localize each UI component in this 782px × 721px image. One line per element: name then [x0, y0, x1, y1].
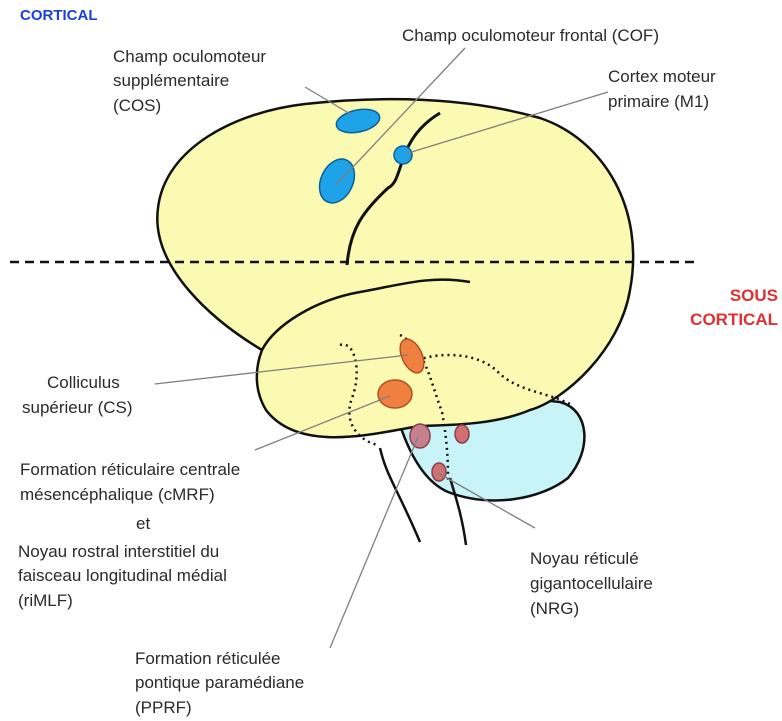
cof-label: Champ oculomoteur frontal (COF)	[402, 25, 659, 47]
rimlf-label: Noyau rostral interstitiel du	[18, 541, 219, 563]
cs-nucleus	[378, 380, 412, 408]
sous-cortical-zone-label: SOUS	[730, 284, 778, 308]
nrg-label: (NRG)	[530, 598, 579, 620]
cs-label: Colliculus	[47, 372, 120, 394]
rimlf-label: (riMLF)	[18, 590, 73, 612]
pprf-label: pontique paramédiane	[135, 672, 304, 694]
pprf-label: Formation réticulée	[135, 648, 281, 670]
rimlf-label: faisceau longitudinal médial	[18, 565, 227, 587]
cs-label: supérieur (CS)	[22, 397, 133, 419]
cmrf-label: mésencéphalique (cMRF)	[20, 484, 215, 506]
nrg-label: gigantocellulaire	[530, 573, 653, 595]
nrg-nucleus	[455, 425, 469, 443]
nrg-label: Noyau réticulé	[530, 548, 639, 570]
m1-label: Cortex moteur	[608, 66, 716, 88]
pprf-label: (PPRF)	[135, 697, 192, 719]
cos-label: supplémentaire	[113, 70, 229, 92]
cos-label: Champ oculomoteur	[113, 46, 266, 68]
nrg-nucleus	[432, 463, 446, 481]
brainstem	[380, 448, 420, 542]
sous-cortical-zone-label: CORTICAL	[690, 308, 778, 332]
cos-label: (COS)	[113, 95, 161, 117]
leader-line-pprf	[330, 437, 418, 648]
cmrf-label: Formation réticulaire centrale	[20, 459, 240, 481]
m1-area	[394, 146, 412, 164]
cmrf-label: et	[136, 513, 150, 535]
cortical-zone-label: CORTICAL	[20, 7, 98, 24]
m1-label: primaire (M1)	[608, 91, 709, 113]
pprf-nucleus	[410, 424, 430, 448]
